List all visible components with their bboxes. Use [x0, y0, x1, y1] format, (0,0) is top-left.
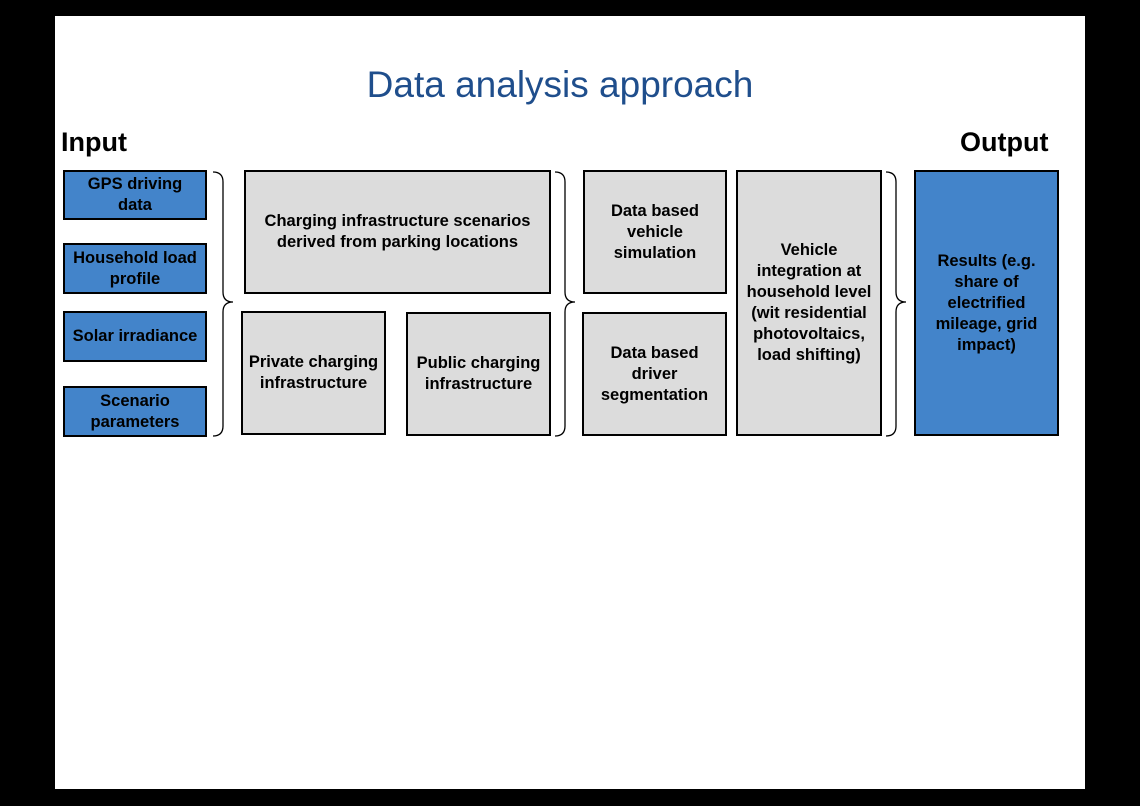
vehicle-integration-label: Vehicle integration at household level (…: [746, 241, 872, 364]
charging-brace: [554, 171, 576, 437]
driver-segmentation-box: Data based driver segmentation: [582, 312, 727, 436]
input-box-household: Household load profile: [63, 243, 207, 294]
input-box-label: Scenario parameters: [90, 391, 180, 431]
output-label: Output: [960, 127, 1049, 157]
input-label: Input: [61, 127, 127, 157]
slide-title: Data analysis approach: [366, 64, 754, 105]
charging-scenarios-box: Charging infrastructure scenarios derive…: [244, 170, 551, 294]
vehicle-simulation-box: Data based vehicle simulation: [583, 170, 727, 294]
results-box: Results (e.g. share of electrified milea…: [914, 170, 1059, 436]
input-brace: [212, 171, 234, 437]
input-box-scenario: Scenario parameters: [63, 386, 207, 437]
braces: [212, 171, 907, 437]
slide: Data analysis approach Input Output GPS …: [55, 16, 1085, 789]
public-charging-box: Public charging infrastructure: [406, 312, 551, 436]
charging-scenarios-label: Charging infrastructure scenarios derive…: [264, 212, 531, 251]
public-charging-label: Public charging infrastructure: [416, 354, 541, 393]
input-box-label: GPS driving data: [87, 175, 183, 214]
results-label: Results (e.g. share of electrified milea…: [935, 251, 1038, 354]
input-box-label: Solar irradiance: [72, 327, 198, 345]
integration-brace: [885, 171, 907, 437]
input-box-label: Household load profile: [73, 248, 197, 288]
vehicle-integration-box: Vehicle integration at household level (…: [736, 170, 882, 436]
input-box-gps: GPS driving data: [63, 170, 207, 220]
driver-segmentation-label: Data based driver segmentation: [600, 343, 709, 404]
vehicle-simulation-label: Data based vehicle simulation: [610, 201, 700, 262]
private-charging-box: Private charging infrastructure: [241, 311, 386, 435]
input-box-solar: Solar irradiance: [63, 311, 207, 362]
private-charging-label: Private charging infrastructure: [248, 353, 379, 392]
